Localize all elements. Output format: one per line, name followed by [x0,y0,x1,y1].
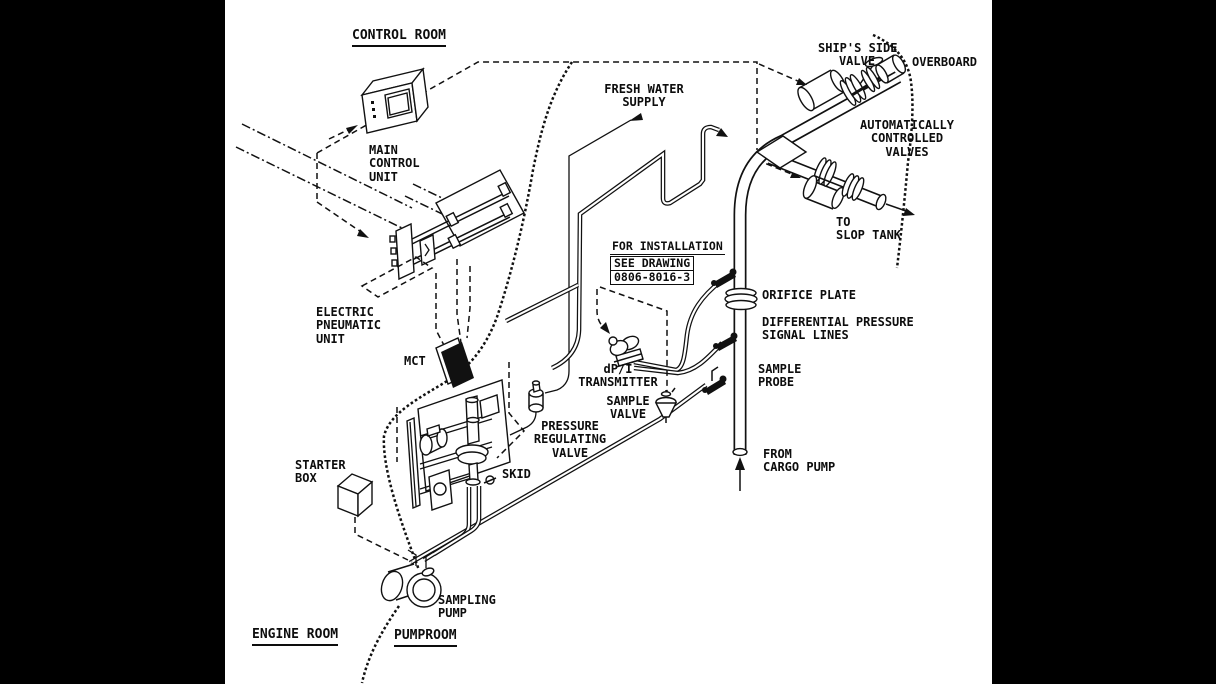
skid-to-pump-pipes [422,486,482,562]
electric-pneumatic-unit [360,169,525,352]
label-differential-pressure-signal-lines: DIFFERENTIAL PRESSURE SIGNAL LINES [762,315,914,343]
overboard-line [872,33,914,269]
auto-valve-overboard [797,54,907,112]
from-cargo-pump-arrow [735,457,745,491]
label-engine-room: ENGINE ROOM [252,627,339,646]
starter-box [336,473,413,563]
label-to-slop-tank: TO SLOP TANK [836,215,902,243]
label-orifice-plate: ORIFICE PLATE [762,288,856,302]
fresh-water-line [544,113,643,394]
label-pressure-regulating-valve: PRESSURE REGULATING VALVE [533,419,607,460]
label-dpi-transmitter: dP/I TRANSMITTER [578,362,658,390]
label-mct: MCT [404,354,426,368]
pressure-tap-upper [711,268,737,288]
sample-line [408,383,708,565]
sample-valve [654,387,678,423]
label-electric-pneumatic-unit: ELECTRIC PNEUMATIC UNIT [316,305,382,346]
pressure-tap-lower [713,332,738,351]
label-installation-note: FOR INSTALLATION SEE DRAWING 0806-8016-3 [610,239,725,285]
label-fresh-water-supply: FRESH WATER SUPPLY [604,82,684,110]
main-control-unit [360,67,429,134]
sample-probe [702,366,727,395]
label-starter-box: STARTER BOX [295,458,346,486]
sampling-pump [380,549,442,608]
label-sample-probe: SAMPLE PROBE [758,362,802,390]
label-from-cargo-pump: FROM CARGO PUMP [763,447,836,475]
mct-penetration [435,337,474,388]
label-ships-side-valve: SHIP'S SIDE VALVE [818,41,898,69]
pressure-regulating-valve [509,380,544,436]
label-skid: SKID [502,467,531,481]
label-overboard: OVERBOARD [912,55,978,69]
label-pumproom: PUMPROOM [394,628,457,647]
skid-assembly [396,362,526,511]
auto-valve-slop [802,157,865,210]
dpi-transmitter [608,335,644,368]
label-control-room: CONTROL ROOM [352,28,446,47]
sample-return-pipe [504,124,728,371]
differential-pressure-signal-lines [633,279,724,376]
label-sampling-pump: SAMPLING PUMP [438,593,496,621]
label-automatically-controlled-valves: AUTOMATICALLY CONTROLLED VALVES [860,118,954,159]
sampling-cable [360,61,574,684]
orifice-plate [724,287,758,311]
installation-note-leaders [596,286,668,396]
label-main-control-unit: MAIN CONTROL UNIT [369,143,420,184]
label-sample-valve: SAMPLE VALVE [606,394,650,422]
drawing-number: 0806-8016-3 [611,269,694,284]
